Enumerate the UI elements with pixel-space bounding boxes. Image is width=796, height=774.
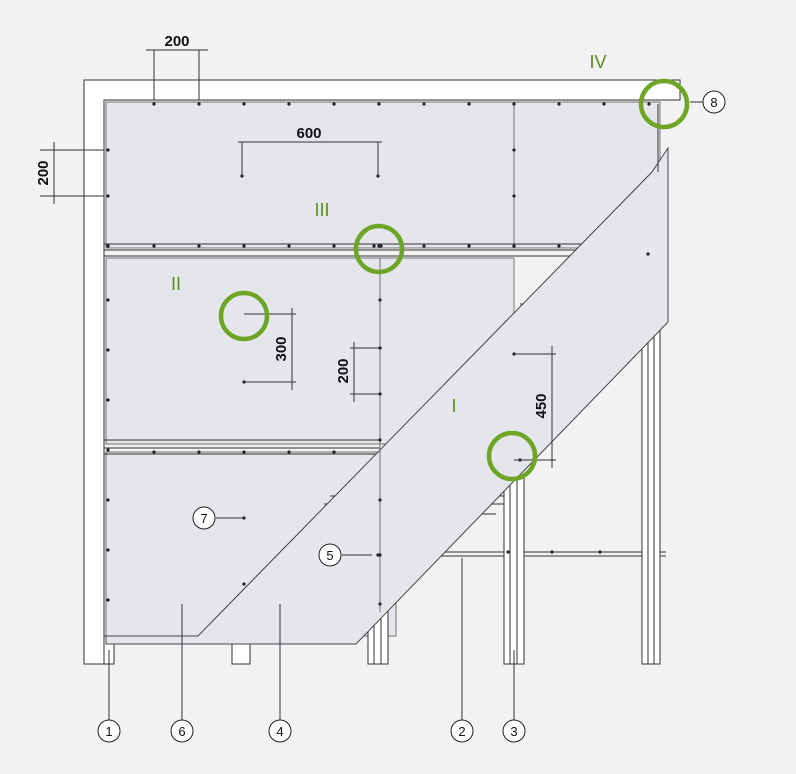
screw-dot bbox=[242, 244, 246, 248]
screw-dot bbox=[378, 298, 382, 302]
screw-dot bbox=[287, 244, 291, 248]
svg-text:3: 3 bbox=[510, 724, 517, 739]
screw-dot bbox=[106, 298, 110, 302]
screw-dot bbox=[467, 102, 471, 106]
screw-dot bbox=[379, 244, 383, 248]
screw-dot bbox=[242, 102, 246, 106]
screw-dot bbox=[512, 244, 516, 248]
screw-dot bbox=[332, 102, 336, 106]
svg-text:4: 4 bbox=[276, 724, 283, 739]
screw-dot bbox=[106, 548, 110, 552]
dim-300: 300 bbox=[273, 336, 290, 361]
screw-dot bbox=[106, 498, 110, 502]
screw-dot bbox=[378, 438, 382, 442]
dimension-lines bbox=[40, 49, 556, 468]
callout-5: 5 bbox=[318, 543, 342, 567]
screw-dot bbox=[152, 102, 156, 106]
screw-dot bbox=[332, 244, 336, 248]
screw-dot bbox=[647, 102, 651, 106]
screw-dot bbox=[602, 102, 606, 106]
screw-dot bbox=[106, 598, 110, 602]
svg-text:7: 7 bbox=[200, 511, 207, 526]
screw-dot bbox=[287, 450, 291, 454]
svg-text:6: 6 bbox=[178, 724, 185, 739]
screw-dot bbox=[287, 102, 291, 106]
wall-frame bbox=[83, 79, 681, 665]
screw-dot bbox=[598, 550, 602, 554]
screw-dot bbox=[550, 550, 554, 554]
zone-label-I: I bbox=[451, 396, 456, 416]
screw-dot bbox=[106, 148, 110, 152]
screw-dot bbox=[646, 252, 650, 256]
svg-text:8: 8 bbox=[710, 95, 717, 110]
batten-upper bbox=[104, 243, 585, 257]
dim-600: 600 bbox=[296, 125, 321, 142]
board-zone-III bbox=[105, 101, 661, 249]
callout-1: 1 bbox=[97, 719, 121, 743]
highlight-ring-zone-II bbox=[218, 290, 270, 342]
callout-7: 7 bbox=[192, 506, 216, 530]
batten-lower bbox=[104, 439, 380, 455]
screw-dot bbox=[152, 450, 156, 454]
screw-dot bbox=[377, 102, 381, 106]
screw-dot bbox=[332, 450, 336, 454]
screw-dot bbox=[506, 550, 510, 554]
highlight-ring-top-right bbox=[638, 78, 690, 130]
screw-dot bbox=[242, 582, 246, 586]
callout-8: 8 bbox=[702, 90, 726, 114]
screw-dot bbox=[372, 244, 376, 248]
screw-dot bbox=[422, 102, 426, 106]
highlight-rings bbox=[218, 78, 690, 482]
screw-dot bbox=[152, 244, 156, 248]
svg-text:2: 2 bbox=[458, 724, 465, 739]
screw-dot bbox=[512, 148, 516, 152]
board-joints bbox=[379, 102, 515, 612]
callout-3: 3 bbox=[502, 719, 526, 743]
callout-6: 6 bbox=[170, 719, 194, 743]
screw-dot bbox=[106, 194, 110, 198]
screw-dot bbox=[512, 102, 516, 106]
callout-2: 2 bbox=[450, 719, 474, 743]
leader-lines bbox=[108, 101, 704, 720]
screw-dot bbox=[197, 102, 201, 106]
screw-dot bbox=[557, 102, 561, 106]
svg-text:5: 5 bbox=[326, 548, 333, 563]
dim-200-mid: 200 bbox=[335, 358, 352, 383]
screw-dot bbox=[197, 450, 201, 454]
screw-dot bbox=[106, 448, 110, 452]
screw-dot bbox=[106, 244, 110, 248]
screw-dot bbox=[242, 450, 246, 454]
dim-200-top: 200 bbox=[164, 33, 189, 50]
svg-text:1: 1 bbox=[105, 724, 112, 739]
board-zone-I bbox=[105, 146, 669, 645]
dim-450: 450 bbox=[533, 393, 550, 418]
highlight-ring-batten bbox=[353, 223, 405, 275]
screw-dot bbox=[106, 348, 110, 352]
screw-dot bbox=[106, 398, 110, 402]
screw-dot bbox=[197, 244, 201, 248]
callout-4: 4 bbox=[268, 719, 292, 743]
screw-dot bbox=[467, 244, 471, 248]
screw-dot bbox=[557, 244, 561, 248]
zone-label-II: II bbox=[171, 274, 181, 294]
screw-dot bbox=[512, 194, 516, 198]
screw-dot bbox=[378, 602, 382, 606]
highlight-ring-zone-I bbox=[486, 430, 538, 482]
screw-dot bbox=[376, 553, 380, 557]
screw-dot bbox=[422, 244, 426, 248]
dim-200-left: 200 bbox=[35, 160, 52, 185]
screw-dot bbox=[378, 498, 382, 502]
zone-label-IV: IV bbox=[589, 52, 606, 72]
zone-label-III: III bbox=[314, 200, 329, 220]
